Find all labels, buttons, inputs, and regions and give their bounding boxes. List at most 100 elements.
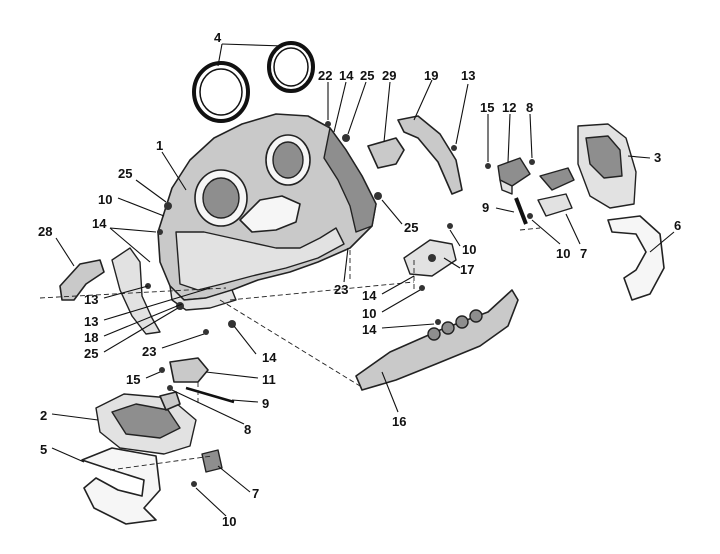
screw-14b <box>157 229 163 235</box>
lower-switch-bracket <box>169 357 209 383</box>
leader-23b <box>161 333 205 349</box>
leader-25d <box>103 307 179 353</box>
callout-14: 14 <box>362 288 377 303</box>
leader-12 <box>507 113 511 163</box>
switch-module <box>497 157 575 217</box>
housing-lower-lip <box>169 285 237 311</box>
callout-10: 10 <box>222 514 236 529</box>
callout-23: 23 <box>142 344 156 359</box>
panel-switch-2 <box>441 321 455 335</box>
housing-gauge-hole-right <box>272 141 304 179</box>
housing-inner-tray <box>175 227 345 291</box>
housing-side-wall <box>323 127 377 233</box>
callout-10: 10 <box>462 242 476 257</box>
curved-trim-strip <box>397 115 463 195</box>
assembly-lines <box>39 227 541 471</box>
side-trim <box>607 215 665 301</box>
leader-23a <box>343 247 349 283</box>
leader-9b <box>231 399 259 403</box>
leader-15b <box>145 371 161 379</box>
left-trim-panel <box>111 247 161 335</box>
leader-13a <box>455 83 469 145</box>
lower-cover-knob <box>159 391 181 411</box>
leader-14b <box>109 227 157 233</box>
leader-25a <box>347 81 367 135</box>
leader-16 <box>381 371 399 413</box>
screw-10b <box>447 223 453 229</box>
callout-25: 25 <box>118 166 132 181</box>
screw-22 <box>325 121 331 127</box>
leader-13c <box>103 287 211 321</box>
leader-14d <box>381 323 435 329</box>
callout-11: 11 <box>262 372 276 387</box>
leader-13b <box>103 285 149 299</box>
callout-3: 3 <box>654 150 661 165</box>
screw-25c <box>374 192 382 200</box>
callout-1: 1 <box>156 138 163 153</box>
callout-25: 25 <box>404 220 418 235</box>
leader-3 <box>627 155 651 159</box>
leader-11 <box>205 371 259 379</box>
callout-13: 13 <box>84 292 98 307</box>
console-housing <box>157 113 377 311</box>
screw-10c <box>527 213 533 219</box>
callout-7: 7 <box>252 486 259 501</box>
screw-23b <box>203 329 209 335</box>
gauge-rings <box>192 41 315 123</box>
callout-8: 8 <box>526 100 533 115</box>
callout-7: 7 <box>580 246 587 261</box>
callout-29: 29 <box>382 68 396 83</box>
callout-10: 10 <box>556 246 570 261</box>
screw-13a <box>451 145 457 151</box>
callout-14: 14 <box>92 216 107 231</box>
dash-left-bracket <box>39 287 227 299</box>
rod-upper <box>514 197 528 225</box>
screw-15b <box>159 367 165 373</box>
leader-14e <box>233 325 257 355</box>
leader-8a <box>529 113 533 159</box>
leader-4b <box>221 43 285 47</box>
leader-10e <box>195 487 227 517</box>
leader-7b <box>217 465 251 493</box>
leader-25b <box>135 179 167 203</box>
callout-9: 9 <box>262 396 269 411</box>
lower-cover <box>95 391 197 455</box>
callout-4: 4 <box>214 30 222 45</box>
gauge-ring-right-inner <box>273 47 309 87</box>
callout-15: 15 <box>126 372 140 387</box>
leader-8b <box>171 389 245 425</box>
callout-9: 9 <box>482 200 489 215</box>
panel-switch-1 <box>427 327 441 341</box>
switch-module-base <box>499 179 513 195</box>
callout-5: 5 <box>40 442 47 457</box>
leader-10b <box>449 229 461 247</box>
leader-10c <box>531 219 561 245</box>
leader-19 <box>413 79 433 121</box>
screw-15a <box>485 163 491 169</box>
screw-8b <box>167 385 173 391</box>
leader-9a <box>495 207 515 213</box>
callout-2: 2 <box>40 408 47 423</box>
leader-6 <box>649 231 675 253</box>
callout-labels: 4 22 14 25 29 19 13 15 12 8 3 1 25 10 9 … <box>38 30 681 529</box>
callout-14: 14 <box>339 68 354 83</box>
callout-13: 13 <box>461 68 475 83</box>
dash-housing-to-cover <box>229 281 415 301</box>
callout-15: 15 <box>480 100 494 115</box>
callout-10: 10 <box>362 306 376 321</box>
callout-13: 13 <box>84 314 98 329</box>
screw-14d <box>435 319 441 325</box>
leader-10d <box>381 289 421 313</box>
lower-cover-vent <box>111 403 181 439</box>
leader-17 <box>443 257 461 269</box>
gauge-ring-left-inner <box>199 68 243 116</box>
small-block-lower <box>201 449 223 473</box>
callout-12: 12 <box>502 100 516 115</box>
callout-25: 25 <box>360 68 374 83</box>
leader-lines <box>51 43 675 517</box>
leader-1 <box>161 151 187 191</box>
screw-25a <box>342 134 350 142</box>
leader-14c <box>381 275 415 295</box>
